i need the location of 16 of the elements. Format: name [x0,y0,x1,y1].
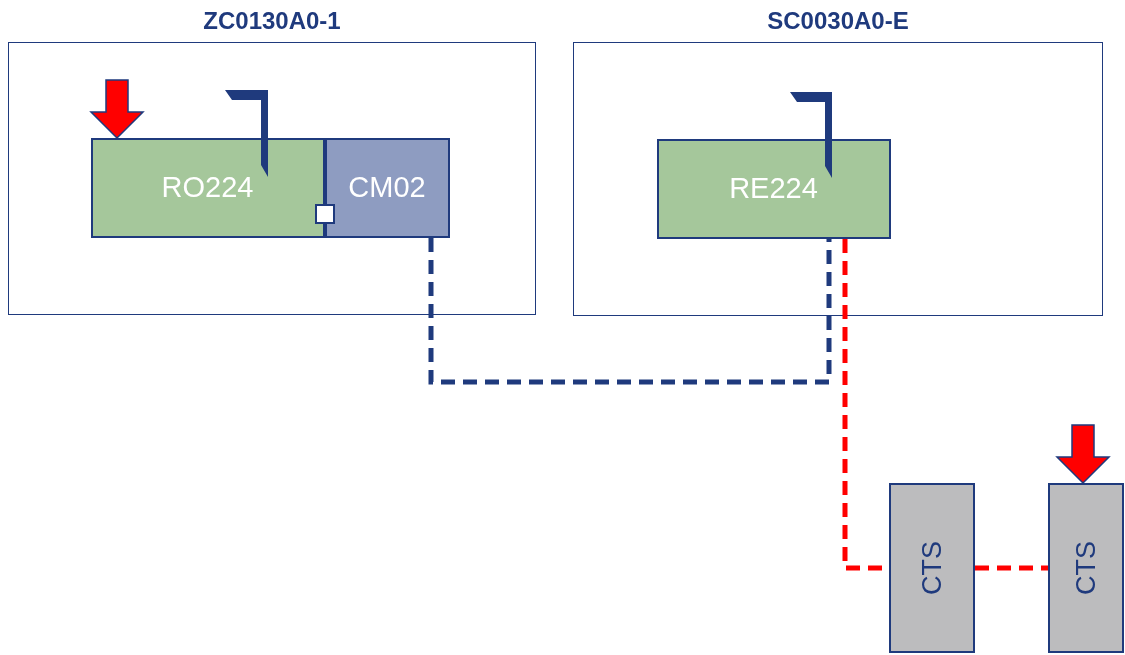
module-label: CM02 [348,171,426,204]
block-arrow [1055,424,1111,485]
module-label: CTS [916,541,948,595]
module-label: CTS [1070,541,1102,595]
module-box [656,138,891,239]
dashed-connector [428,238,832,385]
module-label: RO224 [161,171,254,204]
module-box [90,137,325,238]
group-title: ZC0130A0-1 [202,7,342,35]
block-arrow [89,79,145,140]
group-title: SC0030A0-E [766,7,910,35]
module-box [324,137,450,238]
dashed-connector [975,565,1048,571]
device-box [1048,483,1124,653]
device-box [889,483,975,653]
module-label: RE224 [729,172,818,205]
